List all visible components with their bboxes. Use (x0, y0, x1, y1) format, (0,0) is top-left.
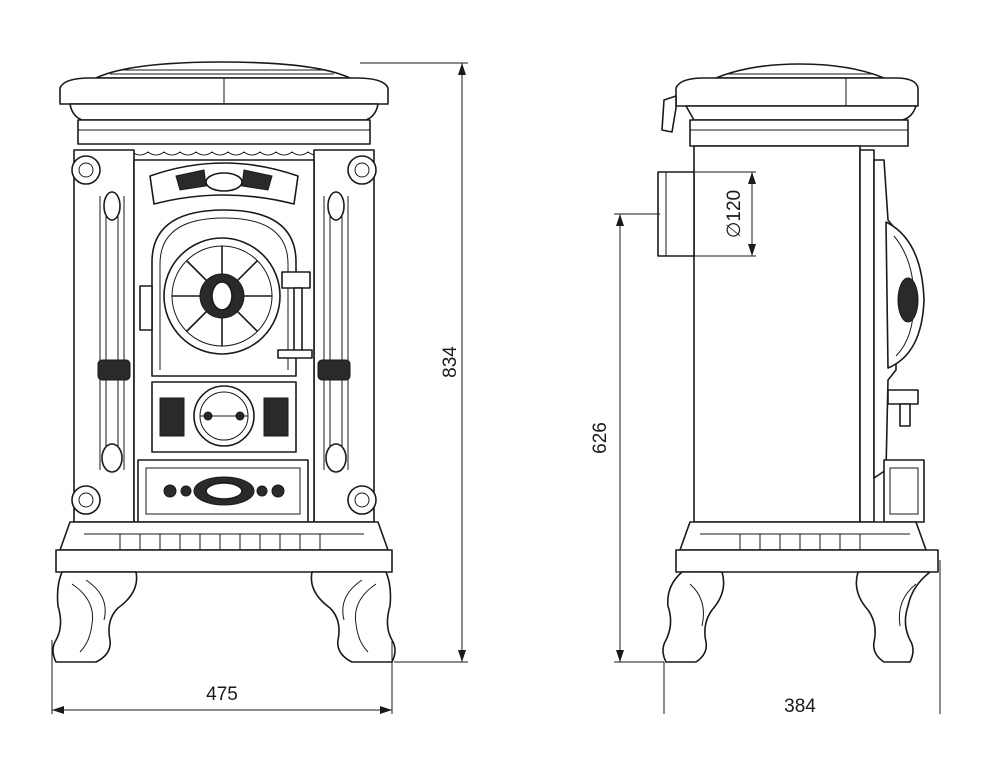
total-height-label: 834 (440, 346, 461, 378)
dimension-lines (51, 62, 941, 714)
flue-height-label: 626 (590, 422, 611, 454)
depth-side-label: 384 (784, 696, 816, 717)
flue-diameter-label: ∅120 (724, 190, 745, 238)
front-view (52, 61, 396, 663)
width-front-label: 475 (206, 684, 238, 705)
side-view (657, 63, 939, 663)
